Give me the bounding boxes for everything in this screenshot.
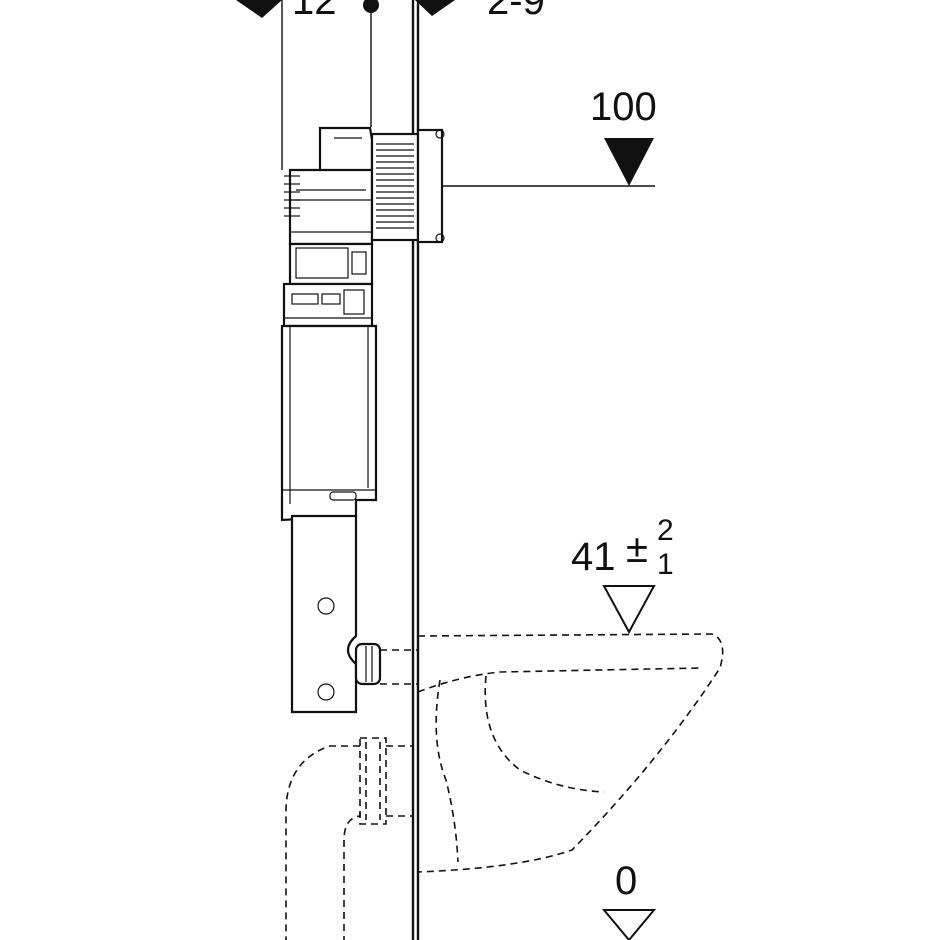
connector-threads — [376, 143, 414, 229]
drain-socket — [359, 737, 387, 825]
valve-mid-section — [288, 242, 374, 286]
urinal-shell — [417, 633, 724, 873]
urinal-outline — [380, 633, 724, 873]
label-100: 100 — [590, 85, 657, 129]
top-dimension: 12 2-9 — [236, 0, 545, 170]
drain-pipe-outer — [285, 745, 360, 940]
label-2-9: 2-9 — [487, 0, 545, 23]
label-41: 41 — [571, 535, 616, 579]
drain-pipe-outline — [285, 737, 413, 940]
bracket-hole-lower — [317, 683, 335, 701]
level-100-marker: 100 — [590, 85, 657, 186]
valve-housing — [288, 168, 374, 246]
outlet-nozzle — [354, 642, 382, 686]
flush-valve-body — [280, 126, 378, 522]
bracket-hole-upper — [317, 597, 335, 615]
right-dimension-arrow — [415, 0, 455, 16]
label-0: 0 — [615, 859, 637, 903]
fixing-bracket — [290, 514, 382, 714]
level-100-triangle — [604, 138, 654, 186]
label-12: 12 — [292, 0, 337, 23]
level-41-marker: 41 ± 2 1 — [571, 514, 674, 635]
drain-pipe-inner — [343, 812, 361, 940]
level-0-triangle — [601, 909, 657, 940]
urinal-bowl-curve — [484, 675, 605, 793]
valve-lower-body — [280, 324, 378, 522]
supply-connector — [370, 128, 655, 244]
floor-level-marker: 0 — [601, 859, 657, 940]
level-41-triangle — [602, 585, 656, 635]
label-plus-minus: ± — [626, 527, 648, 571]
label-tolerance-plus: 2 — [657, 514, 674, 547]
left-dimension-arrow — [236, 0, 282, 18]
label-tolerance-minus: 1 — [657, 548, 674, 581]
connector-flange — [416, 128, 444, 244]
housing-fins — [284, 175, 300, 217]
